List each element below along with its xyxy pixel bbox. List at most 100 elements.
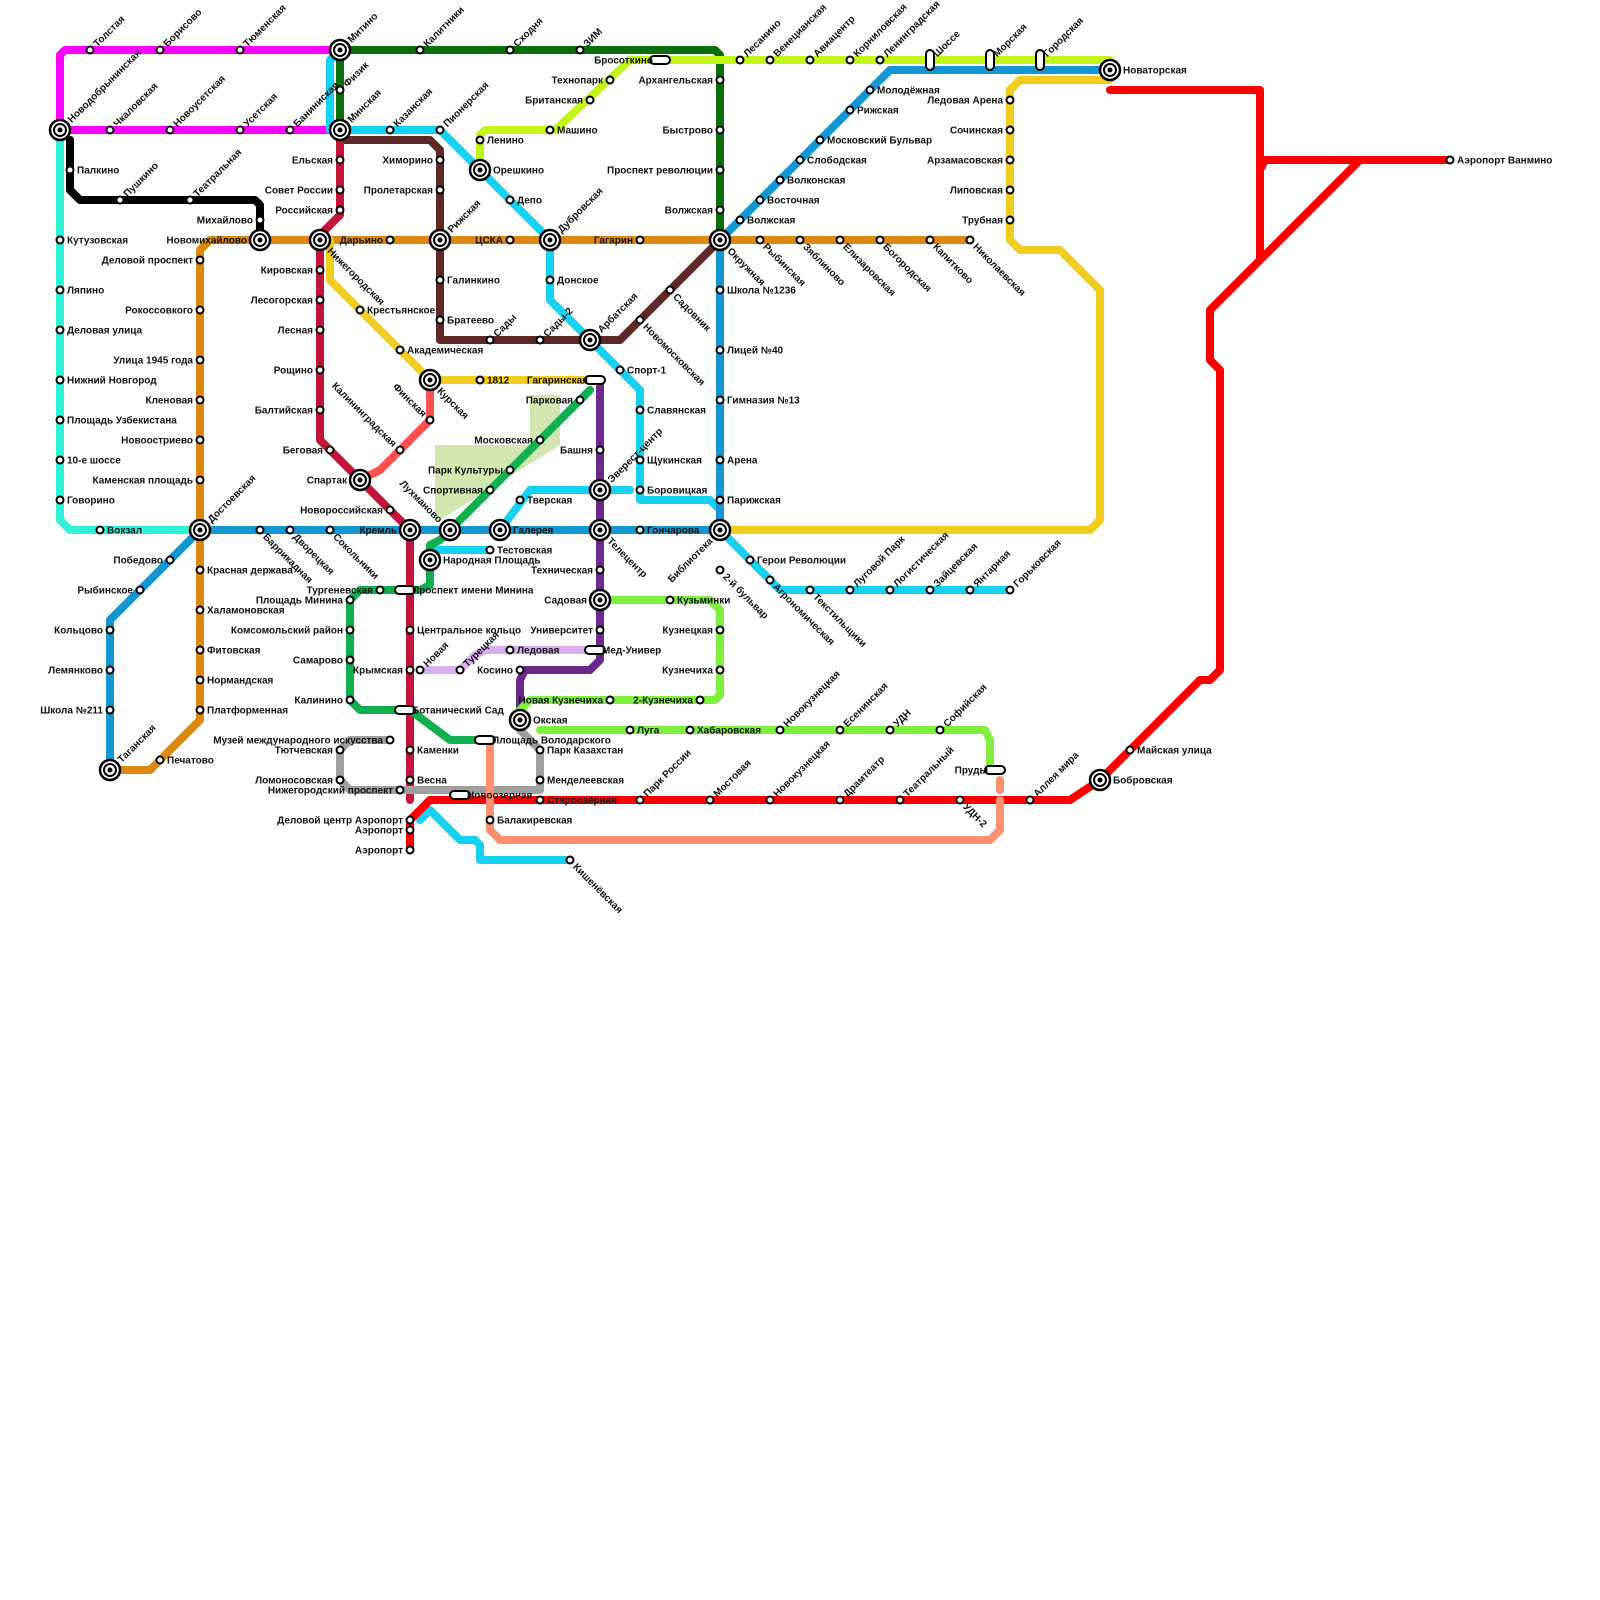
station[interactable]: Машино bbox=[545, 125, 598, 137]
station[interactable]: Самарово bbox=[293, 655, 355, 667]
station[interactable]: Новоозерная bbox=[449, 790, 533, 802]
station[interactable]: Новокузнецкая bbox=[775, 669, 843, 735]
station[interactable]: Ледовая Арена bbox=[927, 95, 1015, 107]
station[interactable]: Ляпино bbox=[55, 285, 105, 297]
station[interactable]: Новомихайлово bbox=[166, 228, 272, 252]
station[interactable]: Красная держава bbox=[195, 565, 294, 577]
station[interactable]: Ледовая bbox=[505, 645, 560, 657]
station[interactable]: Парковая bbox=[526, 395, 585, 407]
station[interactable]: Крестьянское bbox=[355, 305, 436, 317]
station[interactable]: Центральное кольцо bbox=[405, 625, 522, 637]
station[interactable]: Тюменская bbox=[235, 3, 289, 55]
station[interactable]: Кузнецкая bbox=[662, 625, 725, 637]
station[interactable]: Проспект революции bbox=[607, 165, 725, 177]
station[interactable]: Британская bbox=[525, 95, 595, 107]
station[interactable]: Башня bbox=[560, 445, 605, 457]
station[interactable]: 2-Кузнечиха bbox=[633, 695, 705, 707]
station[interactable]: Платформенная bbox=[195, 705, 289, 717]
station[interactable]: Парк Культуры bbox=[428, 465, 515, 477]
station[interactable]: Калининградская bbox=[329, 381, 405, 455]
station[interactable]: Нормандская bbox=[195, 675, 274, 687]
station[interactable]: Слободская bbox=[795, 155, 868, 167]
station[interactable]: Тестовская bbox=[485, 545, 553, 557]
station[interactable]: Академическая bbox=[395, 345, 484, 357]
station[interactable]: Ельская bbox=[292, 155, 345, 167]
station[interactable]: Тютчевская bbox=[275, 745, 345, 757]
station[interactable]: Спорт-1 bbox=[615, 365, 667, 377]
station[interactable]: Балакиревская bbox=[485, 815, 573, 827]
station[interactable]: Аэропорт bbox=[355, 845, 415, 857]
station[interactable]: Садовник bbox=[665, 285, 714, 335]
station[interactable]: Депо bbox=[505, 195, 542, 207]
station[interactable]: Кленовая bbox=[146, 395, 205, 407]
station[interactable]: Народная Площадь bbox=[418, 548, 541, 572]
station[interactable]: Менделеевская bbox=[535, 775, 625, 787]
station[interactable]: Новомосковская bbox=[635, 315, 707, 389]
station[interactable]: Славянская bbox=[635, 405, 707, 417]
station[interactable]: Кутузовская bbox=[55, 235, 129, 247]
station[interactable]: Тургеневская bbox=[307, 585, 385, 597]
station[interactable]: Молодёжная bbox=[865, 85, 940, 97]
station[interactable]: Нижегородский проспект bbox=[268, 785, 405, 797]
station[interactable]: Тверская bbox=[515, 495, 573, 507]
station[interactable]: Совет России bbox=[265, 185, 345, 197]
station[interactable]: Михайлово bbox=[197, 215, 265, 227]
station[interactable]: Халамоновская bbox=[195, 605, 285, 617]
station[interactable]: Школа №1236 bbox=[715, 285, 797, 297]
station[interactable]: Печатово bbox=[155, 755, 214, 767]
station[interactable]: Трубная bbox=[962, 215, 1015, 227]
station[interactable]: Ботанический Сад bbox=[394, 705, 504, 717]
station[interactable]: Каменская площадь bbox=[92, 475, 205, 487]
station[interactable]: Техническая bbox=[531, 565, 605, 577]
station[interactable]: Бросоткино bbox=[594, 55, 671, 67]
station[interactable]: Палкино bbox=[65, 165, 120, 177]
station[interactable]: Улица 1945 года bbox=[113, 355, 205, 367]
station[interactable]: Весна bbox=[405, 775, 448, 787]
station[interactable]: Комсомольский район bbox=[231, 625, 355, 637]
station[interactable]: Вокзал bbox=[95, 525, 143, 537]
station[interactable]: Староозёрная bbox=[535, 795, 618, 807]
station[interactable]: Музей международного искусства bbox=[213, 735, 395, 747]
station[interactable]: Есенинская bbox=[835, 681, 891, 735]
station[interactable]: Орешкино bbox=[468, 158, 544, 182]
station[interactable]: Сочинская bbox=[950, 125, 1015, 137]
station[interactable]: Кольцово bbox=[54, 625, 115, 637]
station[interactable]: Арзамасовская bbox=[927, 155, 1015, 167]
station[interactable]: Лемянково bbox=[48, 665, 115, 677]
station[interactable]: Пролетарская bbox=[364, 185, 445, 197]
station[interactable]: Московский Бульвар bbox=[815, 135, 933, 147]
station[interactable]: Рощино bbox=[274, 365, 325, 377]
station[interactable]: Пионерская bbox=[435, 80, 492, 135]
station[interactable]: Чкаловская bbox=[105, 81, 161, 135]
station[interactable]: Парижская bbox=[715, 495, 782, 507]
station[interactable]: 10-е шоссе bbox=[55, 455, 122, 467]
station[interactable]: Новоостриево bbox=[121, 435, 205, 447]
station[interactable]: Волжская bbox=[735, 215, 796, 227]
station[interactable]: Софийская bbox=[935, 681, 990, 735]
station[interactable]: Рижская bbox=[845, 105, 899, 117]
station[interactable]: Галинкино bbox=[435, 275, 500, 287]
station[interactable]: Деловой проспект bbox=[102, 255, 205, 267]
station[interactable]: Нижний Новгород bbox=[55, 375, 158, 387]
station[interactable]: Новокузнецкая bbox=[765, 739, 833, 805]
station[interactable]: Гимназия №13 bbox=[715, 395, 801, 407]
station[interactable]: Новаторская bbox=[1098, 58, 1187, 82]
station[interactable]: Химорино bbox=[382, 155, 445, 167]
station[interactable]: Луга bbox=[625, 725, 660, 737]
station[interactable]: Площадь Узбекистана bbox=[55, 415, 178, 427]
station[interactable]: Российская bbox=[275, 205, 345, 217]
station[interactable]: Крымская bbox=[353, 665, 415, 677]
station[interactable]: Победово bbox=[113, 555, 175, 567]
station[interactable]: Площадь Минина bbox=[256, 595, 355, 607]
station[interactable]: Окская bbox=[508, 708, 568, 732]
station[interactable]: Университет bbox=[530, 625, 605, 637]
station[interactable]: Пруды bbox=[955, 765, 1006, 777]
station[interactable]: Косино bbox=[477, 665, 525, 677]
station[interactable]: Парк Казахстан bbox=[535, 745, 624, 757]
station[interactable]: Школа №211 bbox=[40, 705, 115, 717]
station[interactable]: Аэропорт Ванмино bbox=[1445, 155, 1553, 167]
station[interactable]: Горьковская bbox=[1005, 538, 1064, 595]
station[interactable]: Баррикадная bbox=[255, 525, 315, 586]
station[interactable]: Аэропорт bbox=[355, 825, 415, 837]
station[interactable]: ЦСКА bbox=[475, 235, 515, 247]
